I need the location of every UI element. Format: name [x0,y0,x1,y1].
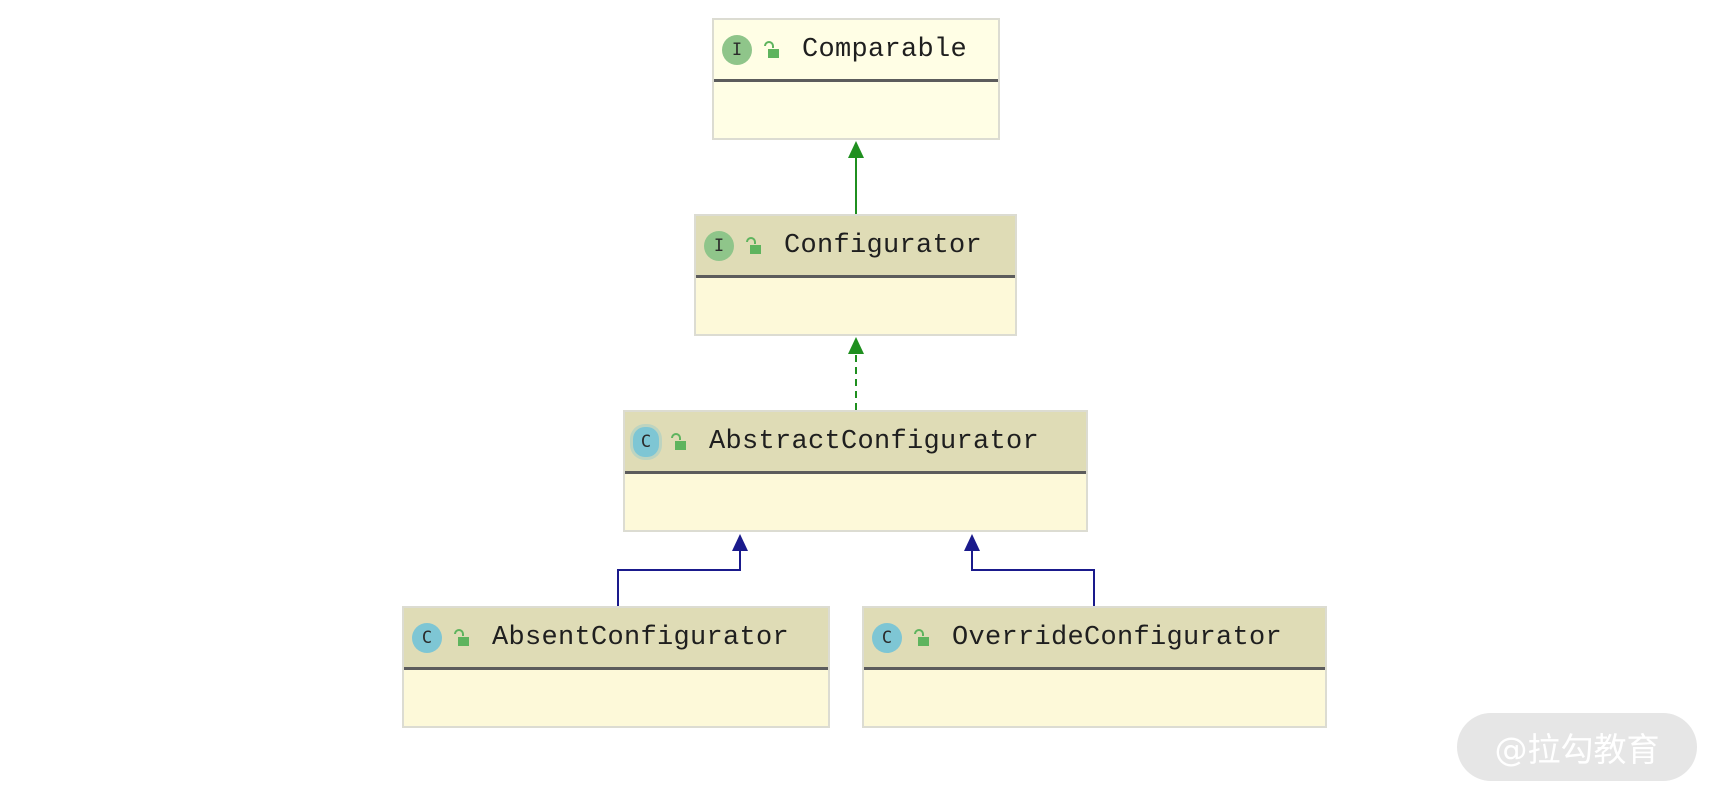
node-name: Comparable [802,34,968,65]
edge-absent-to-abstract [617,534,748,606]
node-comparable[interactable]: I Comparable [712,18,1000,140]
node-name: AbstractConfigurator [709,426,1040,457]
class-icon: C [872,622,902,653]
node-header: C OverrideConfigurator [864,608,1325,670]
node-name: Configurator [784,230,983,261]
class-icon: C [412,622,442,653]
node-name: OverrideConfigurator [952,622,1283,653]
edge-abstract-to-configurator [848,337,864,410]
node-header: I Comparable [714,20,998,82]
abstract-class-icon: C [633,426,659,457]
node-abstract-configurator[interactable]: C AbstractConfigurator [623,410,1088,532]
arrowhead-icon [964,534,980,551]
node-members [714,82,998,136]
unlock-icon [667,431,689,453]
arrowhead-icon [732,534,748,551]
edge-line [617,538,741,606]
node-name: AbsentConfigurator [492,622,790,653]
node-header: I Configurator [696,216,1015,278]
arrowhead-icon [848,141,864,158]
unlock-icon [450,627,472,649]
node-members [864,670,1325,724]
unlock-icon [910,627,932,649]
watermark: @拉勾教育 [1457,713,1697,781]
edge-line [971,538,1095,606]
interface-icon: I [704,230,734,261]
node-members [625,474,1086,528]
unlock-icon [760,39,782,61]
node-header: C AbstractConfigurator [625,412,1086,474]
edge-configurator-to-comparable [848,141,864,214]
node-configurator[interactable]: I Configurator [694,214,1017,336]
unlock-icon [742,235,764,257]
node-header: C AbsentConfigurator [404,608,828,670]
edge-override-to-abstract [964,534,1095,606]
node-override-configurator[interactable]: C OverrideConfigurator [862,606,1327,728]
node-members [404,670,828,724]
node-absent-configurator[interactable]: C AbsentConfigurator [402,606,830,728]
interface-icon: I [722,34,752,65]
arrowhead-icon [848,337,864,354]
node-members [696,278,1015,332]
